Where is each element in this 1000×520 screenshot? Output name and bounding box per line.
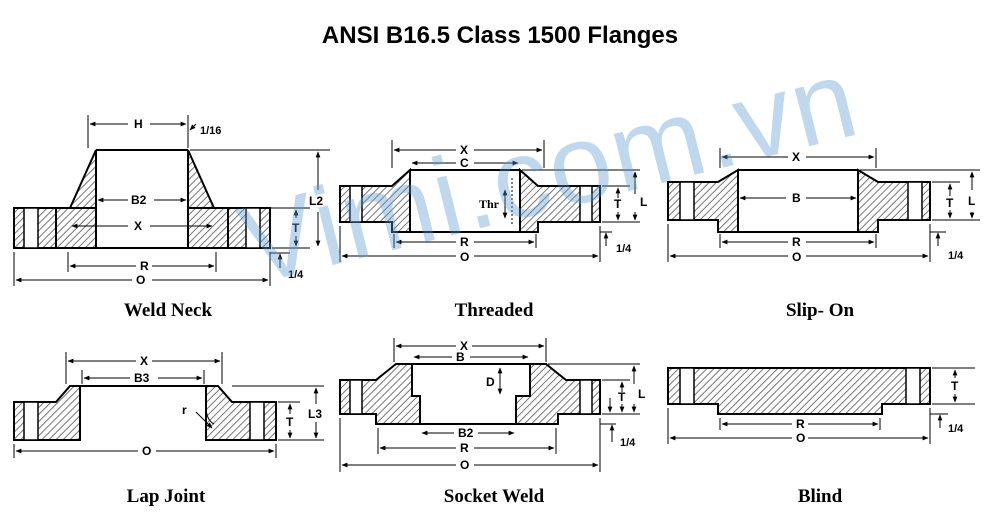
blind-body (667, 367, 931, 415)
label-L: L (638, 387, 645, 401)
caption-socket-weld: Socket Weld (443, 486, 545, 507)
label-1-4: 1/4 (288, 269, 304, 281)
weld-neck-drawing (13, 149, 271, 249)
label-R: R (140, 259, 149, 273)
label-B2: B2 (131, 193, 147, 207)
slip-on-labels: X B L T 1/4 R O (792, 150, 975, 264)
label-T: T (946, 196, 954, 210)
label-B2: B2 (458, 426, 474, 440)
label-O: O (142, 444, 151, 458)
blind-drawing (667, 367, 931, 415)
socket-weld-labels: X B D L T 1/4 B2 R O (456, 339, 645, 472)
weld-neck-hub-right (187, 149, 229, 249)
slip-on-drawing (667, 168, 931, 233)
label-X: X (134, 219, 142, 233)
caption-lap-joint: Lap Joint (126, 486, 206, 507)
page-title: ANSI B16.5 Class 1500 Flanges (321, 22, 679, 49)
label-Thr: Thr (479, 197, 500, 211)
weld-neck-labels: H 1/16 B2 X L2 T 1/4 R O (131, 117, 323, 287)
label-T: T (292, 221, 300, 235)
label-C: C (460, 156, 469, 170)
blind-labels: T 1/4 R O (796, 379, 964, 445)
label-O: O (460, 250, 469, 264)
label-T: T (951, 379, 959, 393)
caption-blind: Blind (797, 486, 843, 507)
label-X: X (792, 150, 800, 164)
label-1-4: 1/4 (616, 243, 632, 255)
label-O: O (796, 431, 805, 445)
label-r: r (182, 403, 187, 417)
label-R: R (460, 235, 469, 249)
label-R: R (460, 441, 469, 455)
label-T: T (614, 197, 622, 211)
caption-threaded: Threaded (454, 300, 534, 321)
label-B: B (456, 350, 465, 364)
label-1-16: 1/16 (200, 125, 221, 137)
socket-weld-drawing (339, 363, 601, 425)
caption-slip-on: Slip- On (785, 300, 855, 321)
label-T: T (286, 415, 294, 429)
blind-dimensions (667, 367, 975, 444)
label-1-4: 1/4 (948, 250, 964, 262)
label-X: X (460, 143, 468, 157)
lap-joint-dimensions (13, 352, 324, 458)
threaded-dimensions (339, 140, 640, 262)
weld-neck-hub-left (55, 149, 97, 249)
label-L: L (640, 195, 647, 209)
label-R: R (792, 235, 801, 249)
weld-neck-dimensions (13, 115, 330, 286)
label-T: T (618, 390, 626, 404)
slip-on-dimensions (667, 148, 980, 262)
label-L: L (968, 194, 975, 208)
label-O: O (136, 273, 145, 287)
threaded-drawing (339, 167, 601, 233)
socket-weld-dimensions (339, 338, 640, 472)
label-1-4: 1/4 (948, 423, 964, 435)
label-O: O (792, 250, 801, 264)
label-1-4: 1/4 (620, 437, 636, 449)
lap-joint-body-right (205, 385, 277, 441)
label-X: X (460, 339, 468, 353)
label-O: O (460, 458, 469, 472)
label-R: R (796, 417, 805, 431)
label-B: B (792, 191, 801, 205)
socket-weld-body-right (515, 363, 601, 425)
label-D: D (486, 375, 495, 389)
label-L2: L2 (309, 194, 323, 208)
lap-joint-labels: X B3 r L3 T O (134, 354, 322, 458)
lap-joint-drawing (13, 385, 277, 441)
label-H: H (134, 117, 143, 131)
threaded-labels: X C Thr L T 1/4 R O (460, 143, 647, 264)
caption-weld-neck: Weld Neck (123, 300, 213, 321)
label-L3: L3 (308, 407, 322, 421)
label-B3: B3 (134, 371, 150, 385)
label-X: X (140, 354, 148, 368)
